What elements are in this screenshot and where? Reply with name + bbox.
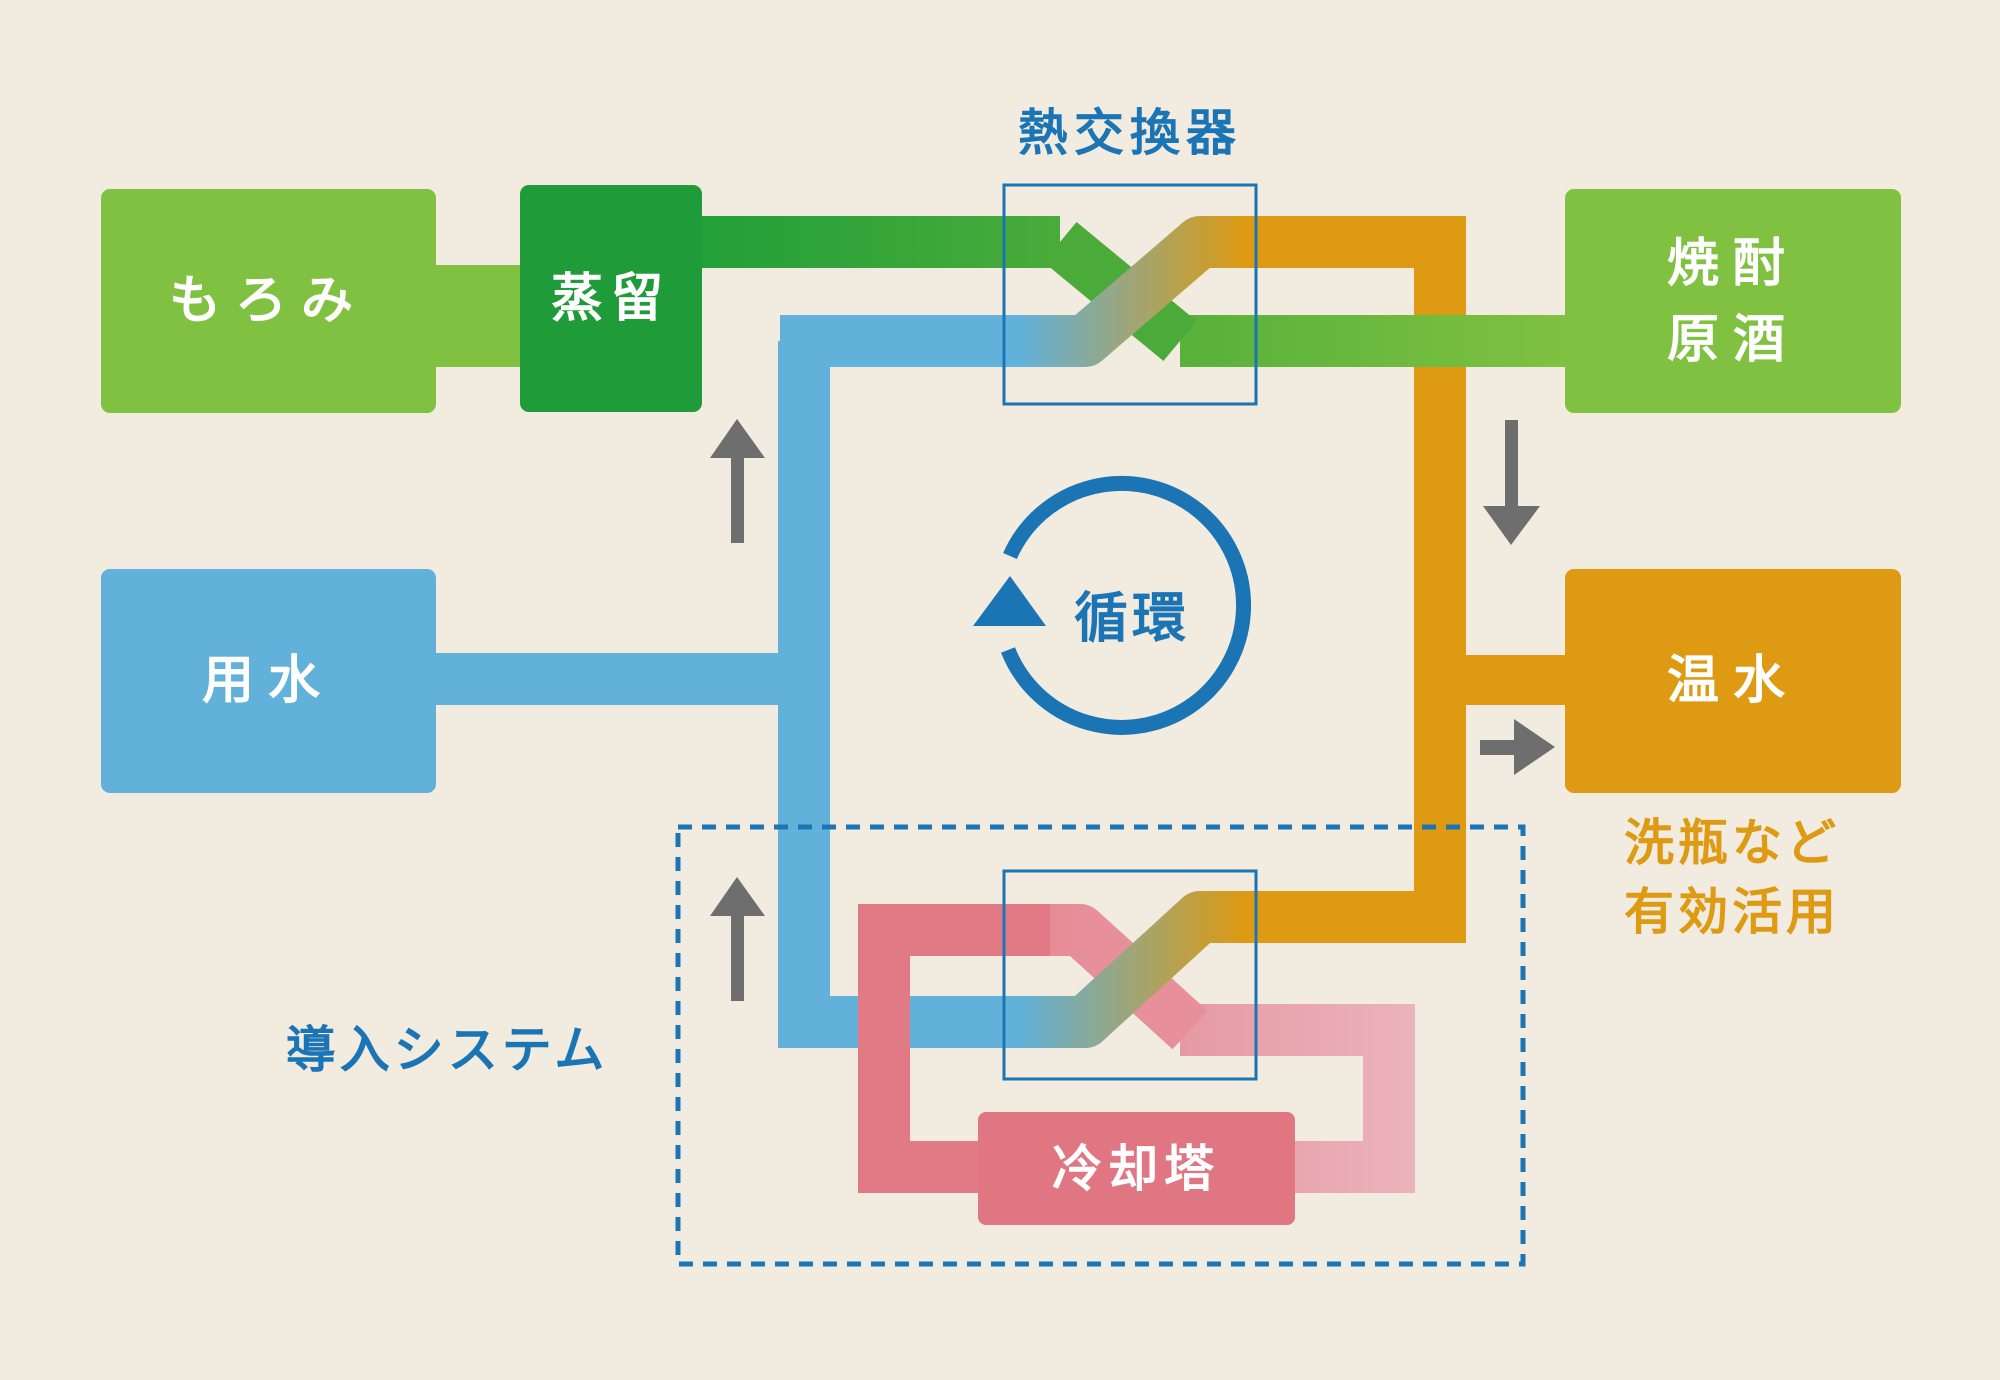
usage-label-line2: 有効活用	[1624, 883, 1840, 941]
pipe-blue-loop	[778, 341, 1045, 1048]
node-cooling-tower: 冷却塔	[978, 1112, 1295, 1225]
system-introduced-label: 導入システム	[286, 1021, 609, 1079]
down-arrow-icon	[1483, 420, 1540, 545]
usage-label-line1: 洗瓶など	[1624, 814, 1840, 872]
pipe-pink-left	[858, 904, 1050, 1193]
pipe-orange-loop	[1220, 216, 1466, 943]
upper-cross-blue-orange	[1020, 216, 1245, 367]
lower-cross-pink	[1050, 904, 1208, 1050]
up-arrow-icon	[710, 419, 765, 543]
distill-label: 蒸留	[551, 269, 671, 329]
node-hot-water: 温水	[1565, 569, 1901, 793]
pipe-to-hot-water	[1440, 655, 1580, 705]
hot-water-label: 温水	[1667, 651, 1799, 711]
shochu-label-line2: 原酒	[1667, 310, 1799, 370]
right-arrow-icon	[1480, 719, 1555, 775]
moromi-label: もろみ	[169, 271, 367, 331]
pipe-pink-right	[1180, 1004, 1415, 1193]
node-shochu: 焼酎 原酒	[1565, 189, 1901, 413]
cooling-tower-label: 冷却塔	[1052, 1140, 1220, 1198]
circular-arrow-icon	[973, 475, 1252, 735]
lower-cross-blue-orange	[1020, 891, 1245, 1048]
node-moromi: もろみ	[101, 189, 436, 413]
heat-exchanger-lower-frame	[1002, 869, 1258, 1081]
circulation-label: 循環	[1074, 587, 1190, 650]
pipe-water	[430, 653, 800, 705]
heat-exchanger-label: 熱交換器	[1018, 104, 1242, 162]
pipe-moromi-distill	[430, 265, 530, 367]
node-water: 用水	[101, 569, 436, 793]
pipes	[430, 216, 1580, 1193]
heat-exchanger-upper-frame	[1002, 183, 1258, 406]
shochu-label-line1: 焼酎	[1667, 234, 1799, 294]
system-boundary	[675, 824, 1526, 1267]
water-label: 用水	[202, 651, 334, 711]
up-arrow-icon	[710, 877, 765, 1001]
node-distill: 蒸留	[520, 185, 702, 412]
